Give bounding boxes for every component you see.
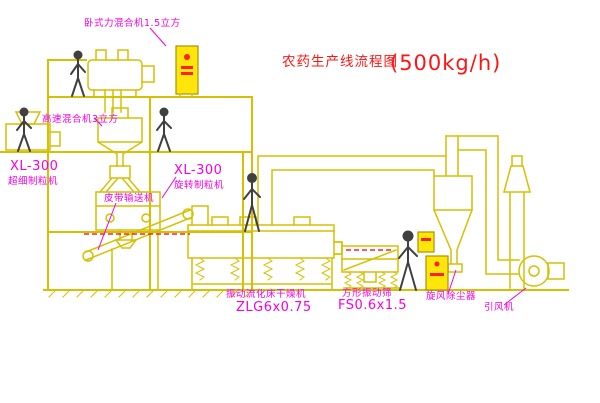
mid-granulator-body xyxy=(95,191,161,231)
cyclone-details xyxy=(433,135,473,273)
cyclone-body xyxy=(433,175,473,211)
cabinet-upper-box xyxy=(175,45,199,95)
induced-draft-fan xyxy=(518,255,565,287)
cabinet-lower-indicator-dot xyxy=(434,261,440,267)
label-leader-lines xyxy=(93,27,527,306)
label-horizontal-mixer: 卧式力混合机1.5立方 xyxy=(84,17,181,29)
horizontal-mixer-details xyxy=(93,49,155,113)
person-top-platform xyxy=(70,50,86,97)
dryer-springs xyxy=(194,257,332,281)
control-cabinet-small xyxy=(417,231,435,253)
person-body xyxy=(398,240,418,291)
fan-hub xyxy=(528,265,540,277)
cabinet-small-box xyxy=(417,231,435,253)
horizontal-mixer xyxy=(87,49,155,113)
cabinet-lower-mark xyxy=(430,273,444,276)
downcomer-duct xyxy=(445,135,520,275)
left-granulator-details xyxy=(14,111,61,147)
label-left-granulator-name: 超细制粒机 xyxy=(8,175,58,187)
person-head xyxy=(159,107,169,117)
person-body xyxy=(156,115,172,152)
cabinet-upper-legs xyxy=(179,93,193,98)
mid-granulator-roller-left xyxy=(105,213,115,223)
label-fan: 引风机 xyxy=(484,301,514,313)
label-mid-granulator-model: XL-300 xyxy=(174,163,222,178)
dryer-body xyxy=(187,224,335,259)
red-dashed-markings xyxy=(84,233,394,251)
cabinet-small-mark xyxy=(421,238,431,241)
belt-conveyor-lines xyxy=(85,209,191,291)
exhaust-duct-lines xyxy=(257,155,447,226)
control-cabinet-lower xyxy=(425,255,449,291)
control-cabinet-upper xyxy=(175,45,199,98)
person-left-platform xyxy=(16,107,32,152)
label-cyclone: 旋风除尘器 xyxy=(426,290,476,302)
fluid-bed-dryer xyxy=(187,205,343,291)
stack-lines xyxy=(503,155,531,289)
person-body xyxy=(243,182,261,232)
label-mid-granulator-name: 旋转制粒机 xyxy=(174,179,224,191)
cyclone-separator xyxy=(433,135,473,273)
person-head xyxy=(19,107,29,117)
ground xyxy=(43,289,569,298)
cabinet-upper-mark-1 xyxy=(181,66,193,69)
person-third-floor xyxy=(243,173,261,232)
high-speed-mixer-body xyxy=(97,117,143,143)
mid-granulator-roller-right xyxy=(141,213,151,223)
screen-springs xyxy=(343,271,399,289)
vibrating-screen xyxy=(333,241,401,289)
high-speed-mixer-details xyxy=(96,107,144,167)
label-dryer-model: ZLG6x0.75 xyxy=(236,300,312,315)
fan-volute xyxy=(518,255,550,287)
label-left-granulator-model: XL-300 xyxy=(10,159,58,174)
label-screen-model: FS0.6x1.5 xyxy=(338,298,407,313)
cabinet-upper-indicator-dot xyxy=(184,54,190,60)
person-head xyxy=(402,230,414,242)
cabinet-upper-mark-2 xyxy=(181,72,193,75)
diagram-title: 农药生产线流程图 xyxy=(282,54,398,70)
horizontal-mixer-body xyxy=(87,59,143,91)
label-high-speed-mixer: 高速混合机3立方 xyxy=(42,113,119,125)
belt-conveyor xyxy=(82,208,194,291)
diagram-capacity: (500kg/h) xyxy=(390,51,501,75)
person-head xyxy=(247,173,257,183)
label-belt-conveyor: 皮带输送机 xyxy=(104,192,154,204)
exhaust-stack xyxy=(503,155,531,289)
high-speed-mixer xyxy=(96,107,144,167)
label-screen-name: 方形振动筛 xyxy=(342,287,392,299)
person-head xyxy=(73,50,83,60)
belt-conveyor-head-roller xyxy=(182,208,194,220)
dryer-details xyxy=(187,205,343,291)
fan-motor xyxy=(547,262,565,280)
person-ground xyxy=(398,230,418,291)
downcomer-duct-lines xyxy=(445,135,520,275)
screen-details xyxy=(333,241,401,289)
label-dryer-name: 振动流化床干燥机 xyxy=(226,288,306,300)
mid-granulator xyxy=(95,165,161,231)
ground-hatch xyxy=(48,289,253,298)
person-second-floor xyxy=(156,107,172,152)
person-body xyxy=(70,58,86,97)
exhaust-duct xyxy=(257,155,447,226)
belt-conveyor-tail-roller xyxy=(82,250,94,262)
person-body xyxy=(16,115,32,152)
mid-granulator-details xyxy=(95,165,161,207)
